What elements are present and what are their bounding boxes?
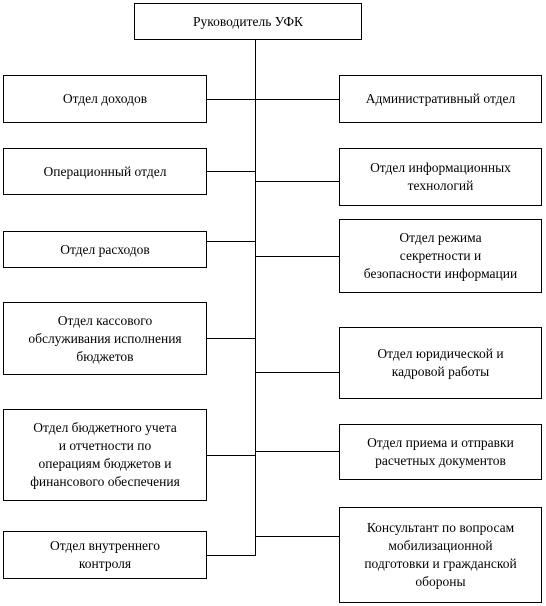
dept-label: Консультант по вопросам мобилизационной … — [364, 520, 517, 589]
connector-right-6 — [255, 536, 339, 537]
dept-label: Отдел кассового обслуживания исполнения … — [28, 312, 182, 364]
dept-box-right-1: Административный отдел — [339, 75, 542, 123]
connector-right-2 — [255, 181, 339, 182]
dept-box-right-6: Консультант по вопросам мобилизационной … — [339, 507, 542, 603]
dept-box-left-1: Отдел доходов — [3, 75, 207, 123]
dept-box-left-3: Отдел расходов — [3, 231, 207, 268]
dept-label: Отдел бюджетного учета и отчетности по о… — [30, 420, 180, 489]
dept-box-left-6: Отдел внутреннего контроля — [3, 531, 207, 579]
dept-box-right-3: Отдел режима секретности и безопасности … — [339, 219, 542, 293]
dept-label: Отдел юридической и кадровой работы — [377, 346, 504, 379]
connector-left-6 — [207, 555, 255, 556]
dept-box-right-2: Отдел информационных технологий — [339, 148, 542, 206]
connector-right-3 — [255, 256, 339, 257]
dept-label: Отдел информационных технологий — [370, 160, 511, 193]
connector-right-5 — [255, 451, 339, 452]
root-label: Руководитель УФК — [192, 13, 303, 29]
dept-label: Операционный отдел — [43, 163, 167, 179]
connector-left-1 — [207, 99, 255, 100]
connector-left-5 — [207, 455, 255, 456]
dept-label: Административный отдел — [365, 91, 516, 106]
dept-box-right-4: Отдел юридической и кадровой работы — [339, 327, 542, 399]
connector-left-3 — [207, 241, 255, 242]
dept-box-left-5: Отдел бюджетного учета и отчетности по о… — [3, 409, 207, 501]
dept-box-left-2: Операционный отдел — [3, 148, 207, 195]
dept-label: Отдел внутреннего контроля — [50, 538, 160, 571]
dept-box-left-4: Отдел кассового обслуживания исполнения … — [3, 302, 207, 375]
connector-right-1 — [255, 99, 339, 100]
root-box: Руководитель УФК — [134, 3, 362, 40]
trunk-line — [255, 39, 256, 556]
dept-label: Отдел доходов — [62, 91, 148, 106]
connector-left-2 — [207, 171, 255, 172]
connector-left-4 — [207, 338, 255, 339]
dept-box-right-5: Отдел приема и отправки расчетных докуме… — [339, 424, 542, 480]
dept-label: Отдел приема и отправки расчетных докуме… — [367, 435, 514, 468]
dept-label: Отдел режима секретности и безопасности … — [363, 230, 518, 281]
connector-right-4 — [255, 372, 339, 373]
dept-label: Отдел расходов — [60, 241, 150, 257]
